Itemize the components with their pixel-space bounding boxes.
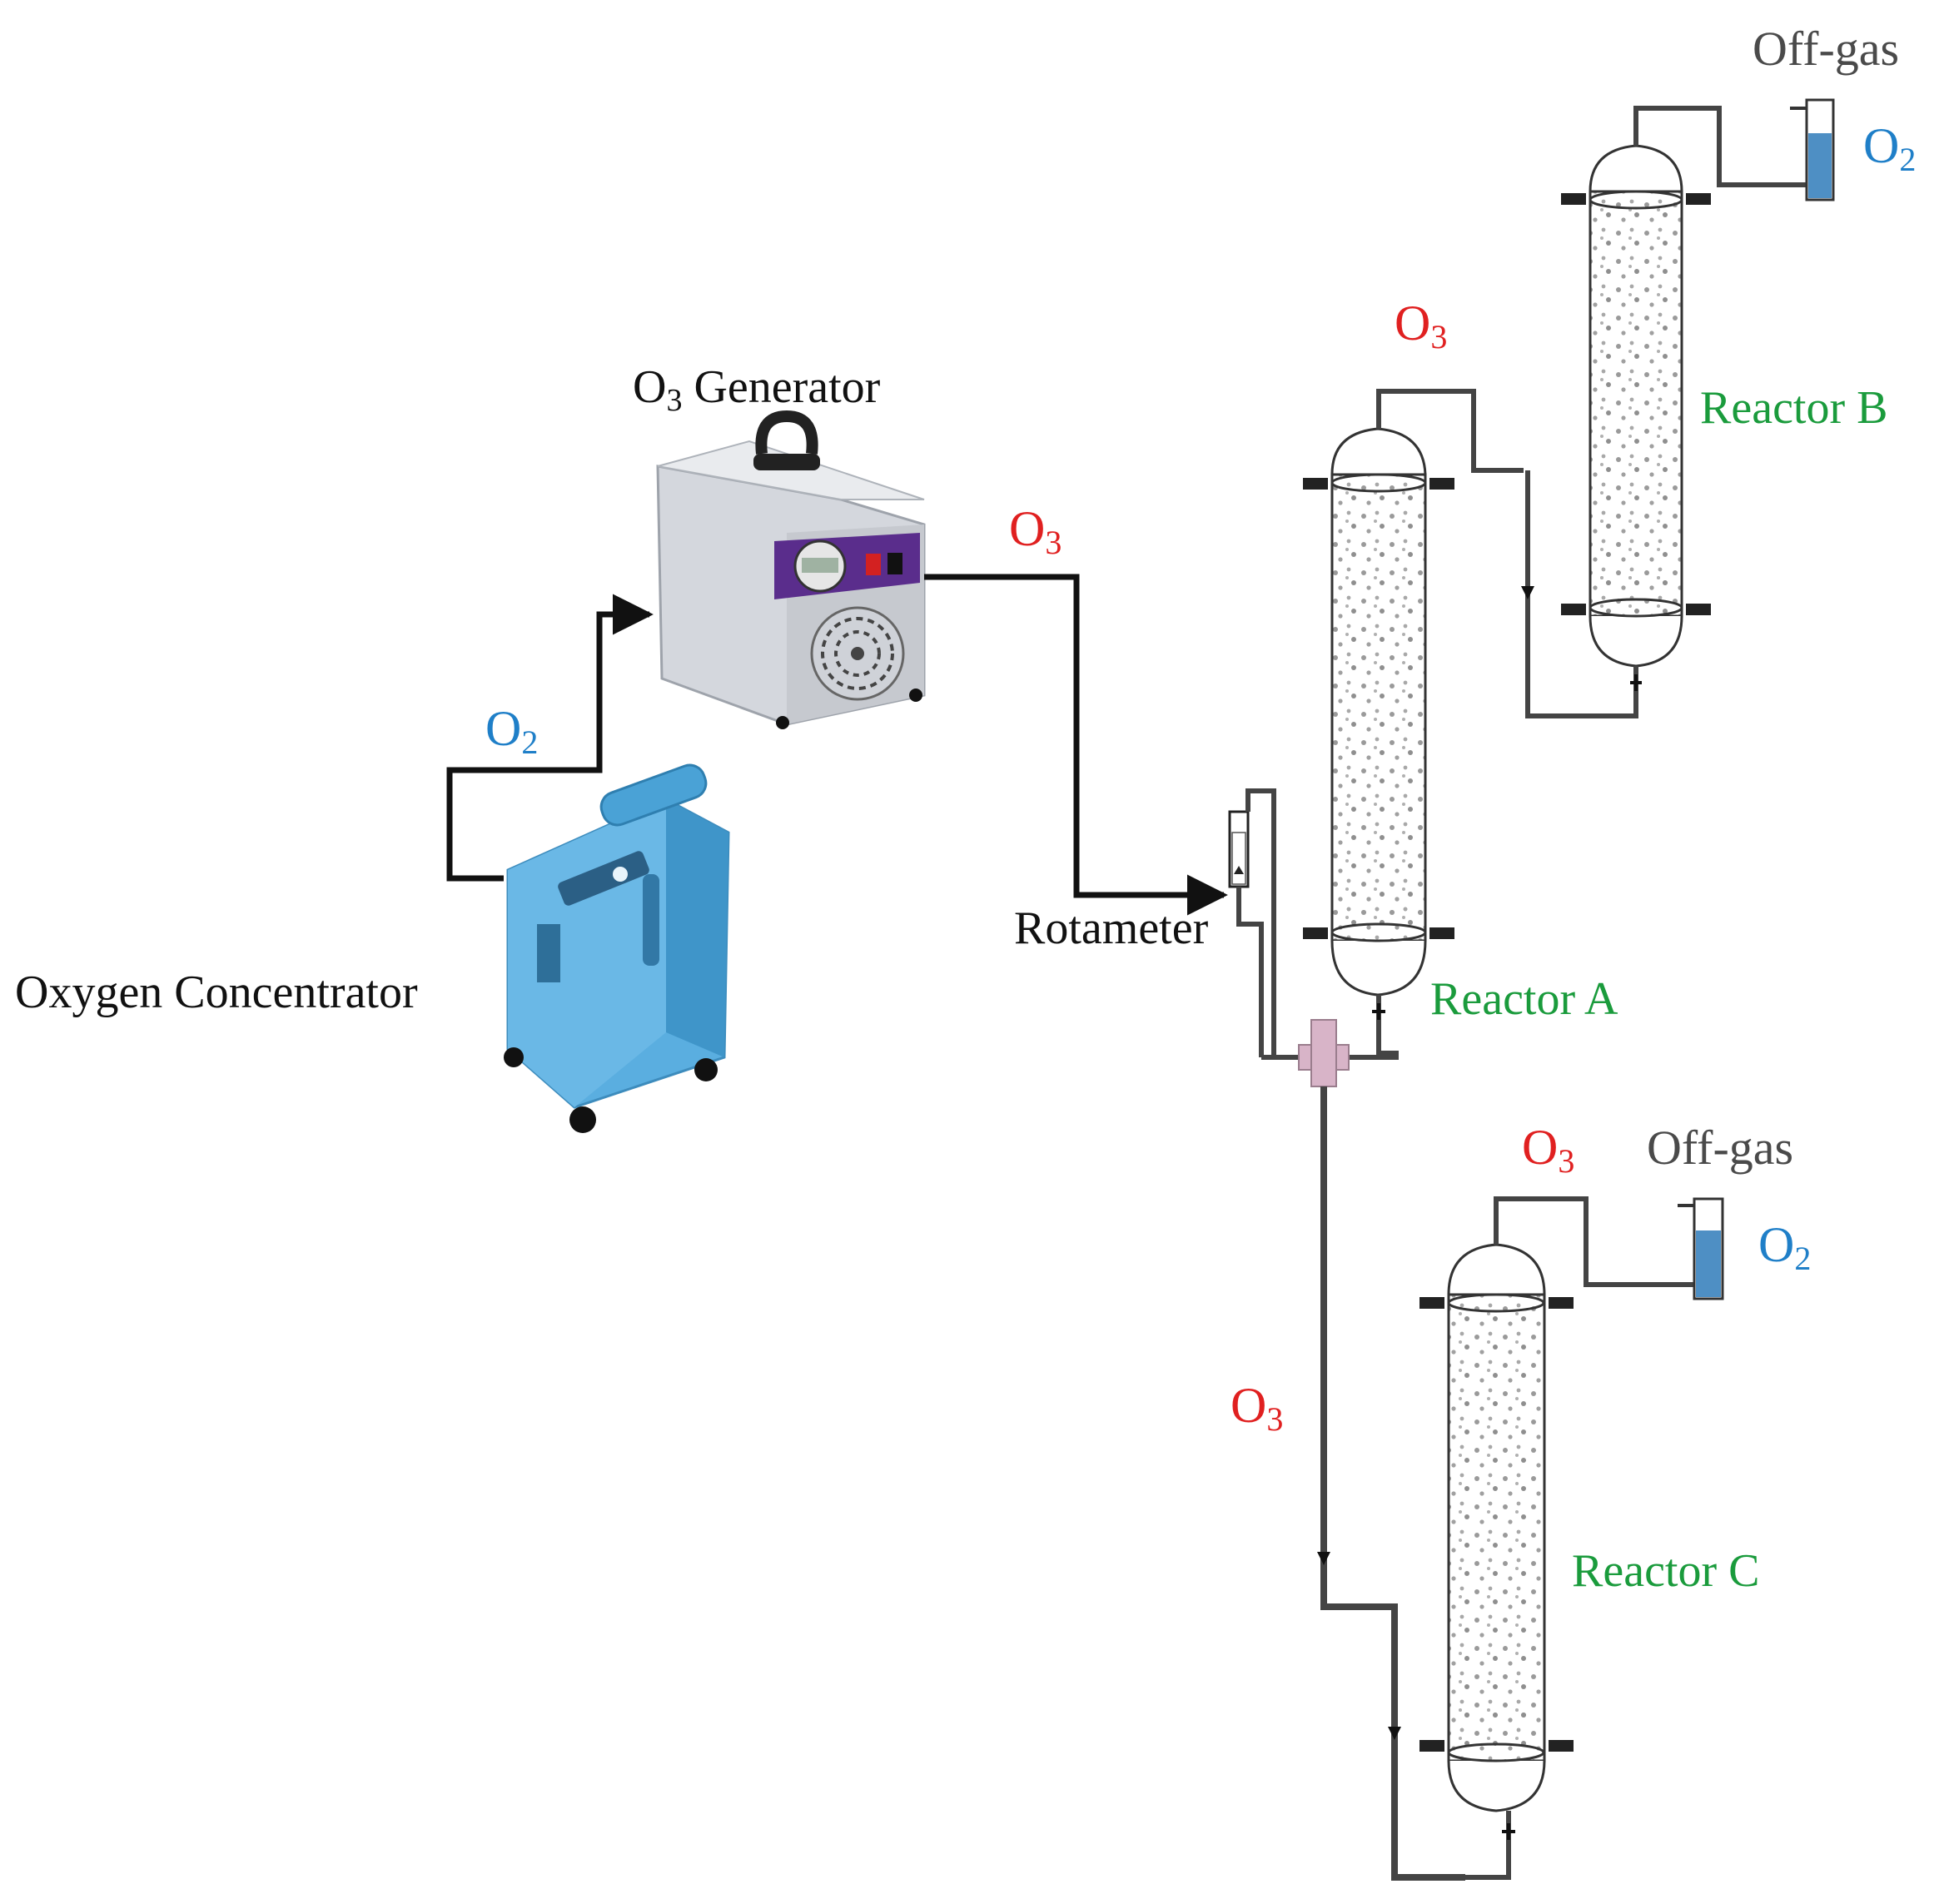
offgas-trap-icon — [1678, 1197, 1724, 1300]
valve-icon — [1372, 1003, 1385, 1020]
reactor-c — [1419, 1196, 1698, 1880]
offgas-c-label: Off-gas — [1647, 1121, 1793, 1175]
reactor-b — [1561, 106, 1811, 699]
rotameter-icon — [1228, 788, 1276, 1057]
o3-to-c-label: O3 — [1231, 1378, 1283, 1438]
o2-b-label: O2 — [1863, 118, 1916, 178]
oxygen-concentrator-icon — [504, 763, 730, 1133]
pipes — [446, 574, 1228, 916]
o2-line — [446, 594, 654, 882]
rotameter-label: Rotameter — [1014, 902, 1209, 954]
o3-c-top-label: O3 — [1522, 1120, 1574, 1180]
o3-generator-out-label: O3 — [1009, 501, 1061, 561]
o2-c-label: O2 — [1758, 1217, 1811, 1277]
reactor-a-label: Reactor A — [1430, 973, 1618, 1025]
o2-main-label: O2 — [485, 701, 538, 761]
junction — [1261, 1019, 1465, 1881]
ozone-generator-icon — [656, 410, 926, 729]
reactor-b-label: Reactor B — [1700, 382, 1887, 434]
offgas-b-label: Off-gas — [1753, 22, 1899, 76]
reactor-a — [1303, 389, 1524, 1056]
o3-generator-line — [924, 574, 1228, 916]
oxygen-concentrator-label: Oxygen Concentrator — [15, 967, 418, 1018]
o3-a-to-b-label: O3 — [1395, 296, 1447, 355]
offgas-trap-icon — [1790, 98, 1835, 201]
o3-generator-label: O3 Generator — [633, 361, 881, 418]
reactor-c-label: Reactor C — [1572, 1545, 1759, 1597]
